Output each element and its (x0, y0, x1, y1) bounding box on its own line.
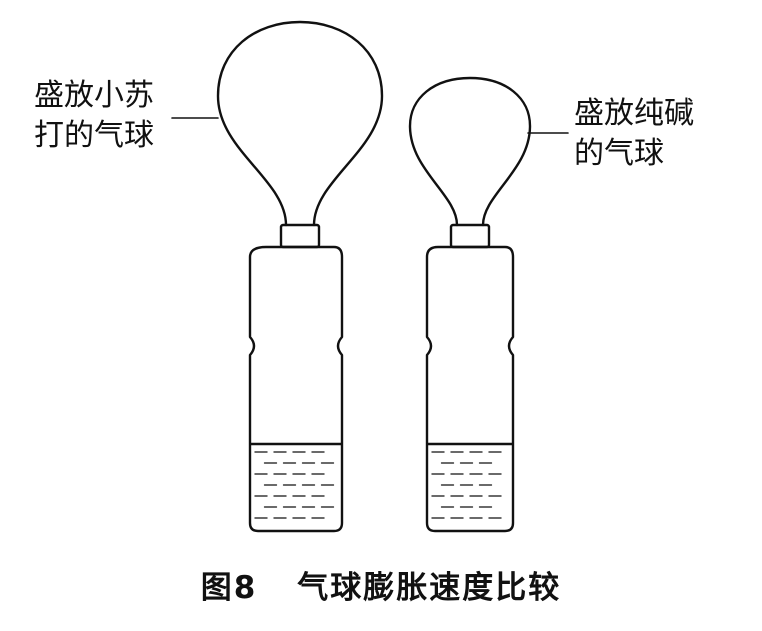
figure-title: 气球膨胀速度比较 (297, 570, 562, 606)
baking-soda-balloon-label: 盛放小苏 打的气球 (34, 76, 154, 156)
figure-number: 图8 (200, 570, 258, 606)
baking-soda-label-line1: 盛放小苏 (34, 78, 154, 113)
soda-ash-balloon-label: 盛放纯碱 的气球 (574, 94, 694, 174)
right-bottle-neck (451, 225, 489, 247)
soda-ash-label-line1: 盛放纯碱 (574, 96, 694, 131)
figure-caption: 图8 气球膨胀速度比较 (0, 562, 762, 607)
soda-ash-label-line2: 的气球 (574, 136, 664, 171)
left-apparatus (172, 22, 382, 531)
right-apparatus (410, 78, 568, 531)
left-liquid (255, 452, 334, 518)
right-balloon (410, 78, 530, 225)
baking-soda-label-line2: 打的气球 (34, 118, 154, 153)
left-bottle-neck (281, 225, 319, 247)
left-bottle (250, 247, 342, 531)
right-bottle (427, 247, 513, 531)
right-liquid (432, 452, 501, 518)
left-balloon (218, 22, 382, 225)
